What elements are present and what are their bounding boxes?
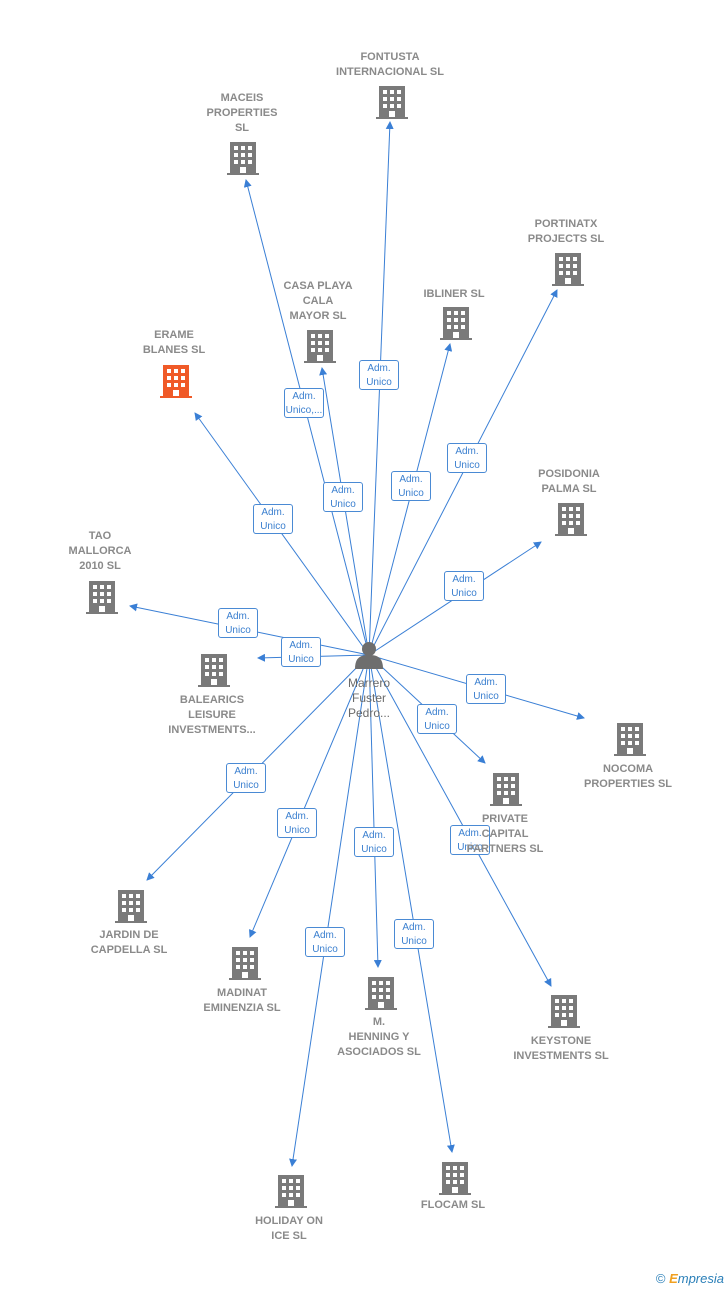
brand-initial: E (669, 1271, 678, 1286)
edge-label-flocam[interactable]: Adm. Unico (394, 919, 434, 949)
edge-line-holiday (289, 654, 370, 1167)
edge-label-jardin[interactable]: Adm. Unico (226, 763, 266, 793)
edge-line-keystone (368, 654, 552, 987)
company-label-ibliner[interactable]: IBLINER SL (423, 288, 485, 300)
edge-label-ibliner[interactable]: Adm. Unico (391, 471, 431, 501)
building-icon-nocoma[interactable] (614, 723, 646, 756)
edge-label-maceis[interactable]: Adm. Unico,... (284, 388, 324, 418)
building-icon-jardin[interactable] (115, 890, 147, 923)
edge-label-keystone[interactable]: Adm. Unico (450, 825, 490, 855)
company-label-jardin[interactable]: JARDIN DE CAPDELLA SL (90, 929, 168, 956)
edge-label-fontusta[interactable]: Adm. Unico (359, 360, 399, 390)
edge-line-henning (368, 654, 382, 968)
building-icon-madinat[interactable] (229, 947, 261, 980)
person-icon[interactable] (355, 642, 383, 669)
edge-label-casa[interactable]: Adm. Unico (323, 482, 363, 512)
edge-label-balearics[interactable]: Adm. Unico (281, 637, 321, 667)
building-icon-ibliner[interactable] (440, 307, 472, 340)
building-icon-balearics[interactable] (198, 654, 230, 687)
brand-name: mpresia (677, 1271, 724, 1286)
edge-label-portinatx[interactable]: Adm. Unico (447, 443, 487, 473)
building-icon-posidonia[interactable] (555, 503, 587, 536)
edge-label-holiday[interactable]: Adm. Unico (305, 927, 345, 957)
company-label-portinatx[interactable]: PORTINATX PROJECTS SL (527, 218, 605, 245)
company-label-balearics[interactable]: BALEARICS LEISURE INVESTMENTS... (168, 694, 256, 736)
company-label-casa[interactable]: CASA PLAYA CALA MAYOR SL (283, 280, 353, 322)
edge-line-madinat (249, 654, 370, 938)
company-label-flocam[interactable]: FLOCAM SL (420, 1199, 486, 1211)
company-label-henning[interactable]: M. HENNING Y ASOCIADOS SL (337, 1016, 421, 1058)
person-label[interactable]: Marrero Fuster Pedro... (347, 676, 391, 720)
footer-brand: © Empresia (656, 1271, 724, 1286)
building-icon-casa[interactable] (304, 330, 336, 363)
company-label-keystone[interactable]: KEYSTONE INVESTMENTS SL (513, 1035, 609, 1062)
edge-label-tao[interactable]: Adm. Unico (218, 608, 258, 638)
building-icon-tao[interactable] (86, 581, 118, 614)
building-icon-henning[interactable] (365, 977, 397, 1010)
copyright-icon: © (655, 1271, 666, 1286)
company-label-erame[interactable]: ERAME BLANES SL (142, 329, 206, 356)
company-label-tao[interactable]: TAO MALLORCA 2010 SL (68, 530, 132, 572)
building-icon-erame[interactable] (160, 365, 192, 398)
edge-label-nocoma[interactable]: Adm. Unico (466, 674, 506, 704)
edge-label-posidonia[interactable]: Adm. Unico (444, 571, 484, 601)
company-label-nocoma[interactable]: NOCOMA PROPERTIES SL (583, 763, 673, 790)
building-icon-flocam[interactable] (439, 1162, 471, 1195)
building-icon-private[interactable] (490, 773, 522, 806)
building-icon-keystone[interactable] (548, 995, 580, 1028)
company-label-holiday[interactable]: HOLIDAY ON ICE SL (255, 1215, 323, 1242)
edge-line-erame (194, 412, 370, 656)
edge-label-erame[interactable]: Adm. Unico (253, 504, 293, 534)
building-icon-holiday[interactable] (275, 1175, 307, 1208)
edge-line-flocam (368, 654, 455, 1153)
building-icon-portinatx[interactable] (552, 253, 584, 286)
company-label-madinat[interactable]: MADINAT EMINENZIA SL (203, 987, 281, 1014)
edge-label-henning[interactable]: Adm. Unico (354, 827, 394, 857)
building-icon-maceis[interactable] (227, 142, 259, 175)
building-icon-fontusta[interactable] (376, 86, 408, 119)
company-label-maceis[interactable]: MACEIS PROPERTIES SL (206, 92, 278, 134)
company-label-fontusta[interactable]: FONTUSTA INTERNACIONAL SL (336, 51, 444, 78)
company-label-private[interactable]: PRIVATE CAPITAL PARTNERS SL (466, 813, 544, 855)
edge-label-madinat[interactable]: Adm. Unico (277, 808, 317, 838)
company-label-posidonia[interactable]: POSIDONIA PALMA SL (538, 468, 600, 495)
edge-label-private[interactable]: Adm. Unico (417, 704, 457, 734)
